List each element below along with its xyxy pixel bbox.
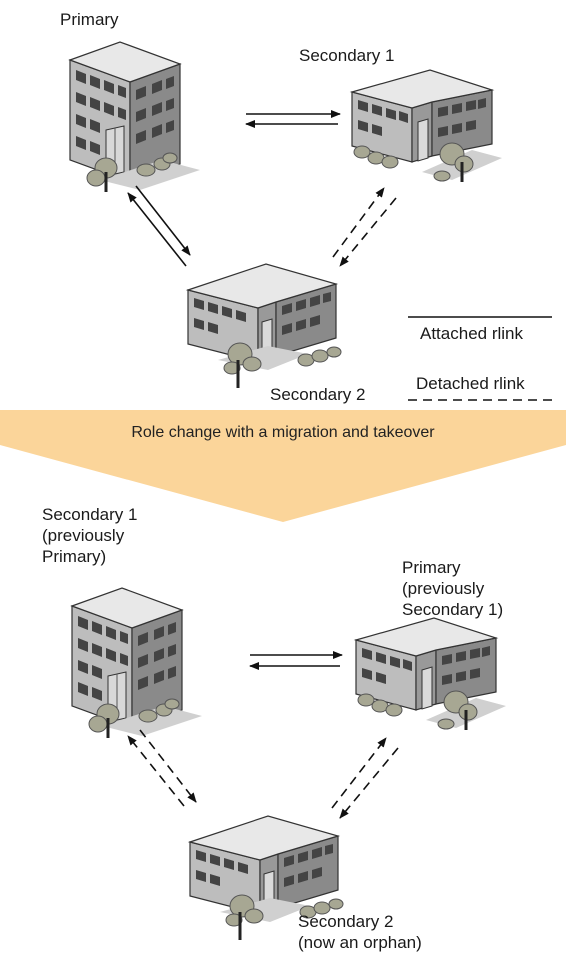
detached-rlink-arrow-s1-s2 bbox=[339, 197, 397, 267]
attached-rlink-arrow-p-s2 bbox=[135, 185, 191, 256]
orphan-label-line2: (now an orphan) bbox=[298, 933, 422, 952]
role-change-banner bbox=[0, 410, 566, 522]
detached-rlink-arrow-s2-left bbox=[127, 735, 185, 807]
secondary2-building-icon bbox=[186, 262, 343, 390]
old-primary-label: Secondary 1 (previously Primary) bbox=[42, 504, 137, 567]
new-primary-label: Primary (previously Secondary 1) bbox=[402, 557, 503, 620]
old-primary-label-line3: Primary) bbox=[42, 547, 107, 566]
legend-detached-label: Detached rlink bbox=[416, 374, 525, 393]
orphan-label-line1: Secondary 2 bbox=[298, 912, 394, 931]
orphan-label: Secondary 2 (now an orphan) bbox=[298, 911, 422, 953]
old-primary-label-line2: (previously bbox=[42, 526, 125, 545]
old-primary-building-icon bbox=[70, 586, 204, 740]
secondary2-label: Secondary 2 bbox=[270, 385, 366, 404]
secondary1-building-icon bbox=[350, 68, 504, 184]
new-primary-building-icon bbox=[354, 616, 508, 732]
secondary1-label: Secondary 1 bbox=[299, 46, 395, 65]
old-primary-label-line1: Secondary 1 bbox=[42, 505, 138, 524]
legend-attached-label: Attached rlink bbox=[420, 324, 523, 343]
new-primary-label-line3: Secondary 1) bbox=[402, 600, 504, 619]
primary-label: Primary bbox=[60, 10, 119, 29]
detached-rlink-arrow-right-s2 bbox=[339, 747, 399, 819]
banner-text: Role change with a migration and takeove… bbox=[131, 424, 435, 441]
new-primary-label-line1: Primary bbox=[402, 558, 461, 577]
new-primary-label-line2: (previously bbox=[402, 579, 485, 598]
primary-building-icon bbox=[68, 40, 202, 194]
detached-rlink-arrow-left-s2 bbox=[139, 729, 197, 803]
attached-rlink-arrow-s2-p bbox=[127, 192, 187, 267]
